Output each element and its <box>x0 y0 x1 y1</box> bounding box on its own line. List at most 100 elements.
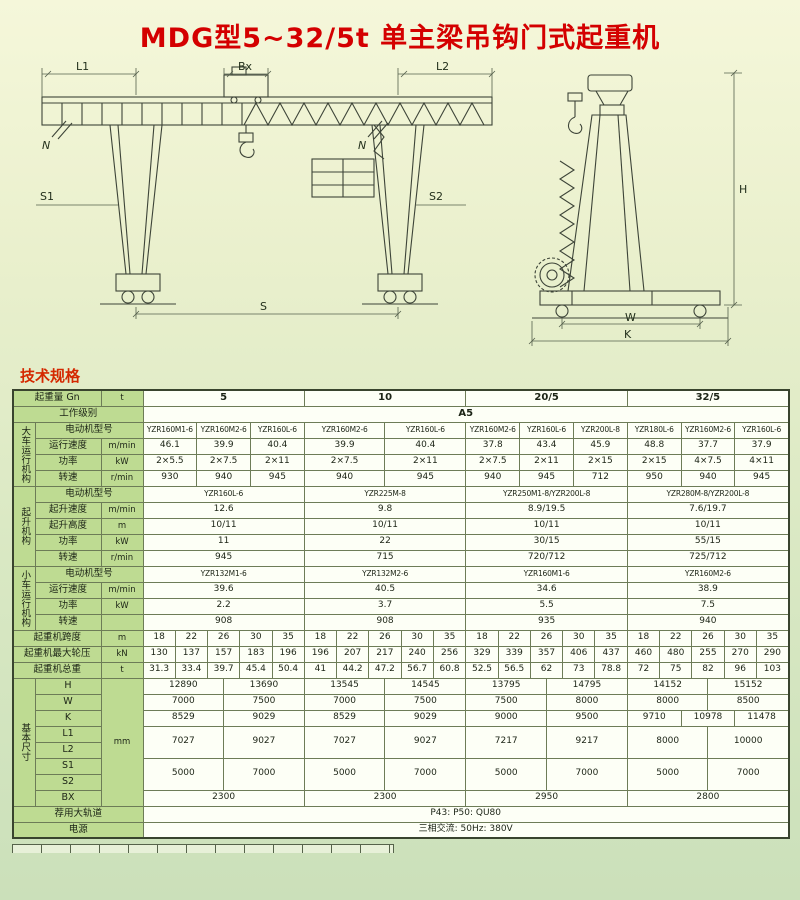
value-cell: 60.8 <box>432 661 467 679</box>
row-label: 工作级别 <box>12 405 144 423</box>
row-label: L2 <box>34 741 102 759</box>
value-cell: 35 <box>271 629 305 647</box>
value-cell: 945 <box>384 469 467 487</box>
value-cell: 9027 <box>384 725 467 759</box>
value-cell: 7027 <box>303 725 386 759</box>
unit-cell: kN <box>100 645 144 663</box>
value-cell: 82 <box>691 661 725 679</box>
value-cell: 56.5 <box>497 661 531 679</box>
value-cell: 7500 <box>384 693 467 711</box>
value-cell: 26 <box>206 629 241 647</box>
value-cell: 18 <box>303 629 338 647</box>
value-cell: 35 <box>432 629 467 647</box>
value-cell: 22 <box>303 533 467 551</box>
row-label: 转速 <box>34 469 102 487</box>
hoist-motor <box>587 74 633 92</box>
value-cell: 3.7 <box>303 597 467 615</box>
value-cell: 72 <box>626 661 661 679</box>
value-cell: 7500 <box>223 693 305 711</box>
value-cell: 2×7.5 <box>303 453 386 471</box>
value-cell: 45.4 <box>239 661 273 679</box>
value-cell: YZR160L-6 <box>734 421 790 439</box>
value-cell: 35 <box>594 629 628 647</box>
value-cell: 9217 <box>546 725 628 759</box>
value-cell: 480 <box>659 645 693 663</box>
value-cell: 2300 <box>303 789 467 807</box>
value-cell: 8.9/19.5 <box>465 501 628 519</box>
row-label: K <box>34 709 102 727</box>
value-cell: 196 <box>303 645 338 663</box>
value-cell: 207 <box>335 645 370 663</box>
value-cell: 26 <box>529 629 564 647</box>
row-label: 起升速度 <box>34 501 102 519</box>
value-cell: 935 <box>465 613 628 631</box>
value-cell: 406 <box>562 645 596 663</box>
value-cell: P43: P50: QU80 <box>142 805 790 823</box>
unit-cell: t <box>100 661 144 679</box>
value-cell: 2×15 <box>626 453 682 471</box>
value-cell: 11 <box>142 533 305 551</box>
value-cell: 34.6 <box>465 581 628 599</box>
value-cell: 2800 <box>626 789 790 807</box>
value-cell: YZR160L-6 <box>519 421 574 439</box>
value-cell: 44.2 <box>335 661 370 679</box>
value-cell: 7000 <box>384 757 467 791</box>
row-label: 运行速度 <box>34 581 102 599</box>
value-cell: 2300 <box>142 789 305 807</box>
value-cell: 31.3 <box>142 661 176 679</box>
value-cell: 11478 <box>734 709 790 727</box>
value-cell: 2×15 <box>572 453 628 471</box>
value-cell: 720/712 <box>465 549 628 567</box>
value-cell: 26 <box>691 629 725 647</box>
value-cell: 8529 <box>142 709 225 727</box>
row-label: S1 <box>34 757 102 775</box>
value-cell: 7500 <box>465 693 548 711</box>
unit-cell: m <box>100 517 144 535</box>
value-cell: 2×5.5 <box>142 453 198 471</box>
value-cell: 940 <box>465 469 521 487</box>
value-cell: 41 <box>303 661 338 679</box>
value-cell: 10 <box>303 389 467 407</box>
value-cell: 10/11 <box>142 517 305 535</box>
value-cell: 7000 <box>223 757 305 791</box>
value-cell: 43.4 <box>519 437 574 455</box>
value-cell: 9027 <box>223 725 305 759</box>
dim-label-h: H <box>739 183 747 196</box>
crane-drawing-svg: L1 Bx L2 N N S1 S2 S W K H <box>36 60 747 346</box>
value-cell: YZR160M1-6 <box>142 421 198 439</box>
value-cell: YZR160M2-6 <box>626 565 790 583</box>
value-cell: 37.7 <box>680 437 736 455</box>
value-cell: 437 <box>594 645 628 663</box>
value-cell: 39.6 <box>142 581 305 599</box>
unit-cell: kW <box>100 453 144 471</box>
value-cell: 35 <box>755 629 790 647</box>
value-cell: 217 <box>368 645 402 663</box>
value-cell: 15152 <box>707 677 790 695</box>
dim-label-l1: L1 <box>76 60 89 73</box>
value-cell: 2950 <box>465 789 628 807</box>
dim-label-w: W <box>625 311 636 324</box>
front-view <box>41 66 493 305</box>
value-cell: 2×11 <box>519 453 574 471</box>
value-cell: 33.4 <box>174 661 209 679</box>
value-cell: 30/15 <box>465 533 628 551</box>
value-cell: 10000 <box>707 725 790 759</box>
lower-beam <box>539 290 721 306</box>
value-cell: 30 <box>239 629 273 647</box>
section-title: 技术规格 <box>20 367 81 385</box>
row-group-label: 基本尺寸 <box>12 677 36 807</box>
value-cell: 48.8 <box>626 437 682 455</box>
row-label: 电源 <box>12 821 144 839</box>
value-cell: 9.8 <box>303 501 467 519</box>
row-label: 电动机型号 <box>34 421 144 439</box>
value-cell: 7217 <box>465 725 548 759</box>
value-cell: YZR160M2-6 <box>303 421 386 439</box>
value-cell: 14152 <box>626 677 709 695</box>
value-cell: 78.8 <box>594 661 628 679</box>
value-cell: 715 <box>303 549 467 567</box>
value-cell: 8500 <box>707 693 790 711</box>
value-cell: YZR160L-6 <box>142 485 305 503</box>
row-label: 功率 <box>34 453 102 471</box>
unit-cell: r/min <box>100 549 144 567</box>
trolley <box>223 74 269 98</box>
